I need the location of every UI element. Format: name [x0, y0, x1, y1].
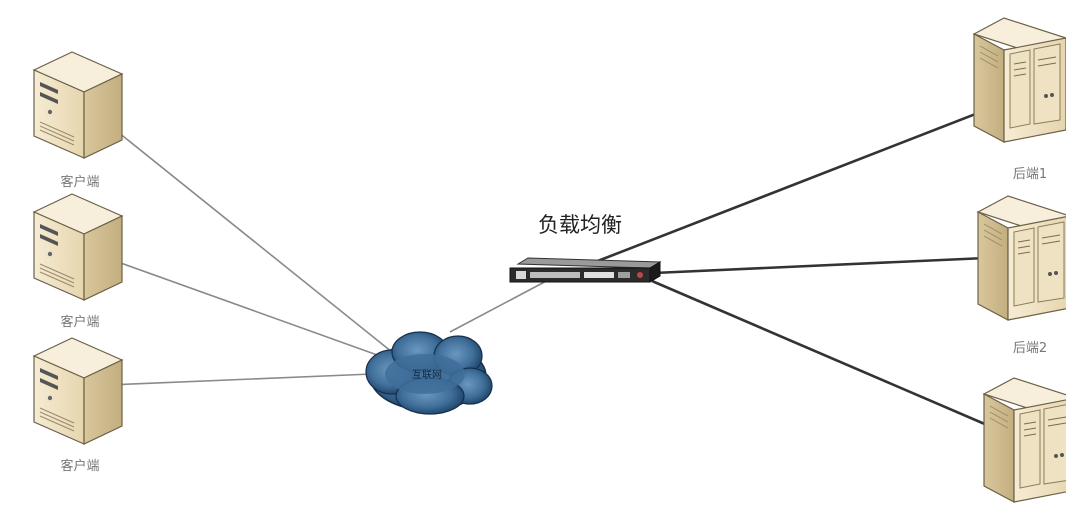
link-loadbalancer-backend1	[589, 90, 1033, 266]
client-label-3: 客户端	[60, 458, 99, 474]
internet-label: 互联网	[412, 369, 442, 381]
link-client2-internet	[117, 261, 381, 357]
backend-label-1: 后端1	[1013, 167, 1047, 182]
server-icon	[973, 17, 1066, 143]
backend-server-3	[983, 377, 1066, 503]
link-client3-internet	[83, 373, 373, 387]
cloud-icon	[365, 331, 493, 415]
rack-switch-icon	[509, 257, 662, 283]
link-internet-loadbalancer	[449, 277, 553, 333]
server-icon	[983, 377, 1066, 503]
backend-server-2	[977, 195, 1066, 321]
connections	[77, 90, 1033, 430]
client-server-3	[33, 337, 123, 445]
internet-cloud: 互联网	[365, 331, 493, 415]
backend-label-2: 后端2	[1013, 341, 1047, 356]
link-loadbalancer-backend2	[653, 256, 987, 275]
load-balancer-title: 负载均衡	[538, 213, 622, 237]
server-icon	[977, 195, 1066, 321]
server-icon	[33, 193, 123, 301]
client-label-2: 客户端	[60, 314, 99, 330]
load-balancer-device	[509, 257, 662, 283]
client-server-1	[33, 51, 123, 159]
client-server-2	[33, 193, 123, 301]
server-icon	[33, 51, 123, 159]
link-loadbalancer-backend3	[651, 279, 995, 430]
link-client1-internet	[77, 99, 393, 353]
server-icon	[33, 337, 123, 445]
client-label-1: 客户端	[60, 174, 99, 190]
backend-server-1	[973, 17, 1066, 143]
